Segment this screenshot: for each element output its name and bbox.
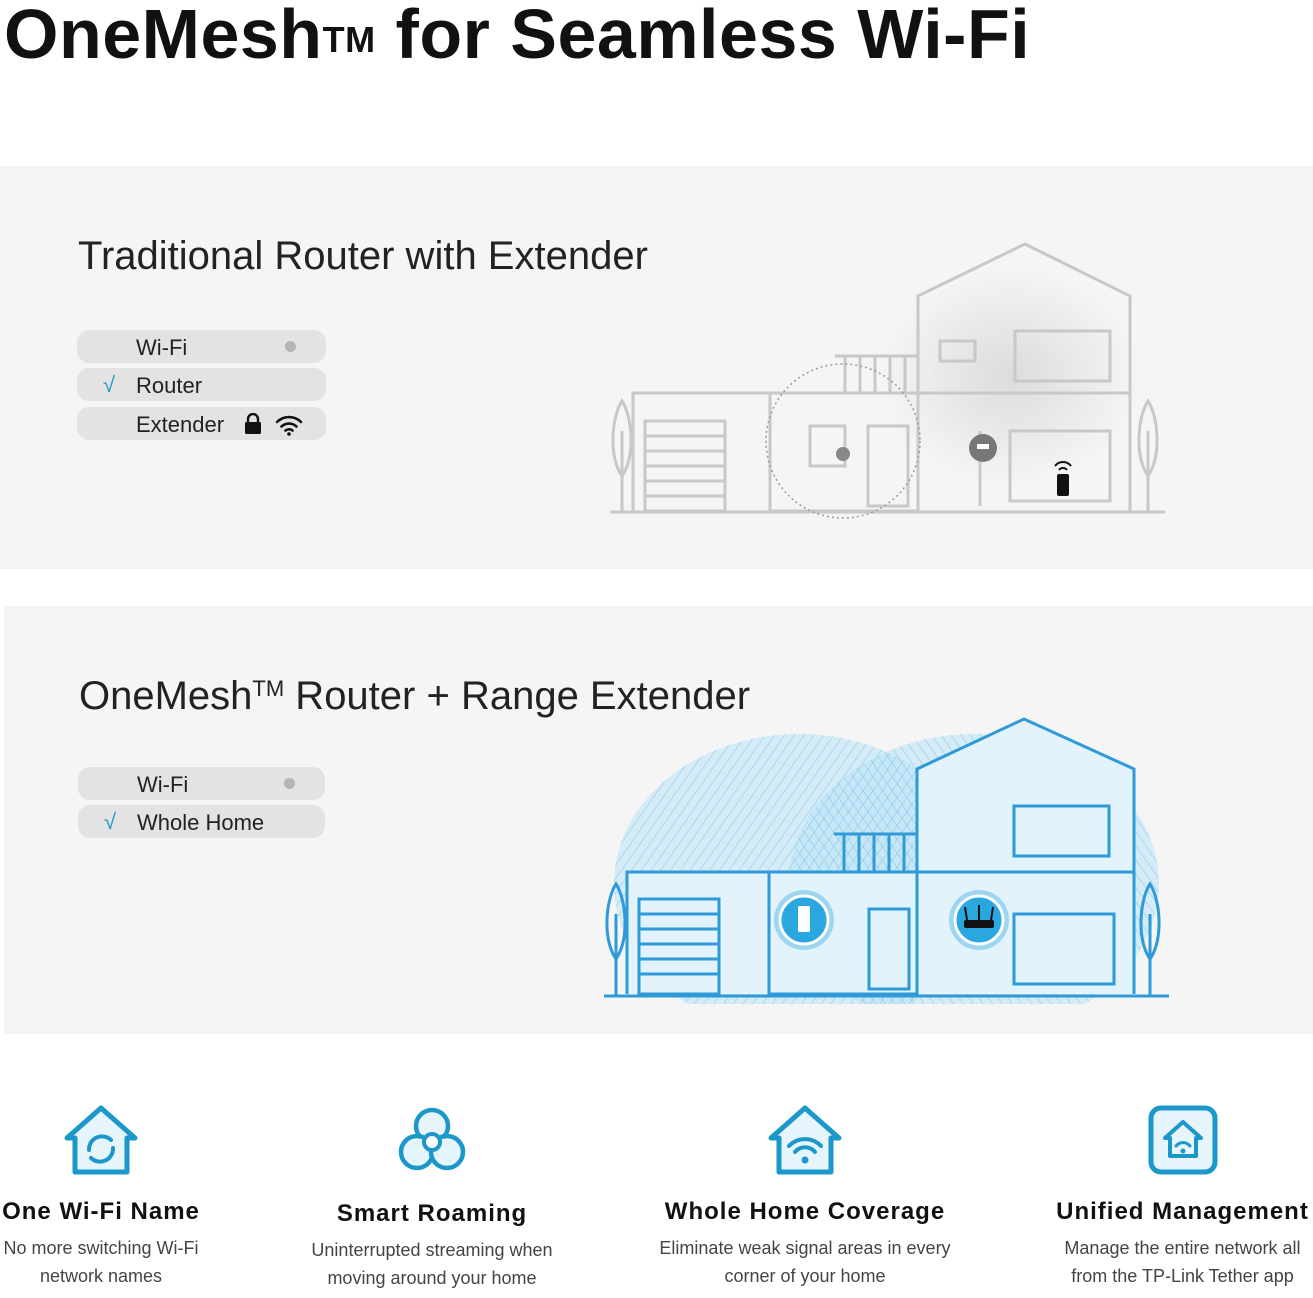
feature-title: One Wi-Fi Name bbox=[2, 1198, 200, 1225]
onemesh-title-brand: OneMesh bbox=[79, 674, 253, 718]
onemesh-title: OneMeshTM Router + Range Extender bbox=[79, 674, 750, 719]
page-headline: OneMeshTM for Seamless Wi-Fi bbox=[4, 0, 1030, 74]
traditional-house-illustration bbox=[610, 242, 1165, 519]
row-label: Router bbox=[136, 373, 203, 398]
feature-desc-line: from the TP-Link Tether app bbox=[1071, 1266, 1294, 1286]
status-dot-icon bbox=[284, 778, 295, 789]
feature-description: Manage the entire network all from the T… bbox=[1052, 1234, 1313, 1290]
lock-icon bbox=[245, 413, 261, 434]
traditional-row-wifi: Wi-Fi bbox=[77, 330, 326, 363]
feature-desc-line: network names bbox=[39, 1266, 163, 1286]
check-icon: √ bbox=[103, 372, 116, 397]
onemesh-row-wifi: Wi-Fi bbox=[78, 767, 325, 800]
traditional-panel: Traditional Router with Extender Wi-Fi √… bbox=[0, 166, 1313, 569]
row-label: Wi-Fi bbox=[137, 772, 189, 797]
traditional-row-router: √ Router bbox=[77, 368, 326, 401]
feature-description: Eliminate weak signal areas in every cor… bbox=[645, 1234, 965, 1290]
row-label: Extender bbox=[136, 412, 225, 437]
feature-one-wifi-name: One Wi-Fi Name No more switching Wi-Fi n… bbox=[0, 1104, 202, 1290]
feature-desc-line: Uninterrupted streaming when bbox=[311, 1240, 553, 1260]
house-sync-icon bbox=[64, 1105, 138, 1175]
house-wifi-icon bbox=[768, 1105, 842, 1175]
feature-description: Uninterrupted streaming when moving arou… bbox=[302, 1236, 562, 1292]
feature-whole-home-coverage: Whole Home Coverage Eliminate weak signa… bbox=[645, 1104, 965, 1290]
roaming-circles-icon bbox=[398, 1107, 466, 1171]
row-label: Wi-Fi bbox=[136, 335, 188, 360]
headline-brand: OneMesh bbox=[4, 0, 323, 73]
feature-title: Whole Home Coverage bbox=[664, 1198, 946, 1225]
app-house-icon bbox=[1148, 1105, 1217, 1175]
feature-smart-roaming: Smart Roaming Uninterrupted streaming wh… bbox=[302, 1104, 562, 1292]
traditional-title: Traditional Router with Extender bbox=[78, 234, 648, 278]
feature-desc-line: moving around your home bbox=[327, 1268, 537, 1288]
feature-desc-line: Manage the entire network all bbox=[1064, 1238, 1301, 1258]
onemesh-row-whole-home: √ Whole Home bbox=[78, 805, 325, 838]
headline-trademark: TM bbox=[322, 19, 376, 60]
wifi-icon bbox=[275, 415, 303, 436]
feature-description: No more switching Wi-Fi network names bbox=[0, 1234, 202, 1290]
feature-desc-line: Eliminate weak signal areas in every bbox=[659, 1238, 951, 1258]
onemesh-title-trademark: TM bbox=[252, 676, 285, 701]
check-icon: √ bbox=[104, 809, 117, 834]
feature-title: Smart Roaming bbox=[336, 1200, 528, 1227]
headline-rest: for Seamless Wi-Fi bbox=[375, 0, 1031, 73]
status-dot-icon bbox=[285, 341, 296, 352]
onemesh-house-illustration bbox=[604, 717, 1169, 1004]
onemesh-title-rest: Router + Range Extender bbox=[284, 674, 751, 718]
traditional-row-extender: Extender bbox=[77, 407, 326, 440]
feature-title: Unified Management bbox=[1056, 1198, 1309, 1225]
feature-desc-line: No more switching Wi-Fi bbox=[3, 1238, 199, 1258]
onemesh-panel: OneMeshTM Router + Range Extender Wi-Fi … bbox=[4, 606, 1313, 1034]
feature-desc-line: corner of your home bbox=[724, 1266, 886, 1286]
row-label: Whole Home bbox=[137, 810, 265, 835]
feature-unified-management: Unified Management Manage the entire net… bbox=[1052, 1104, 1313, 1290]
